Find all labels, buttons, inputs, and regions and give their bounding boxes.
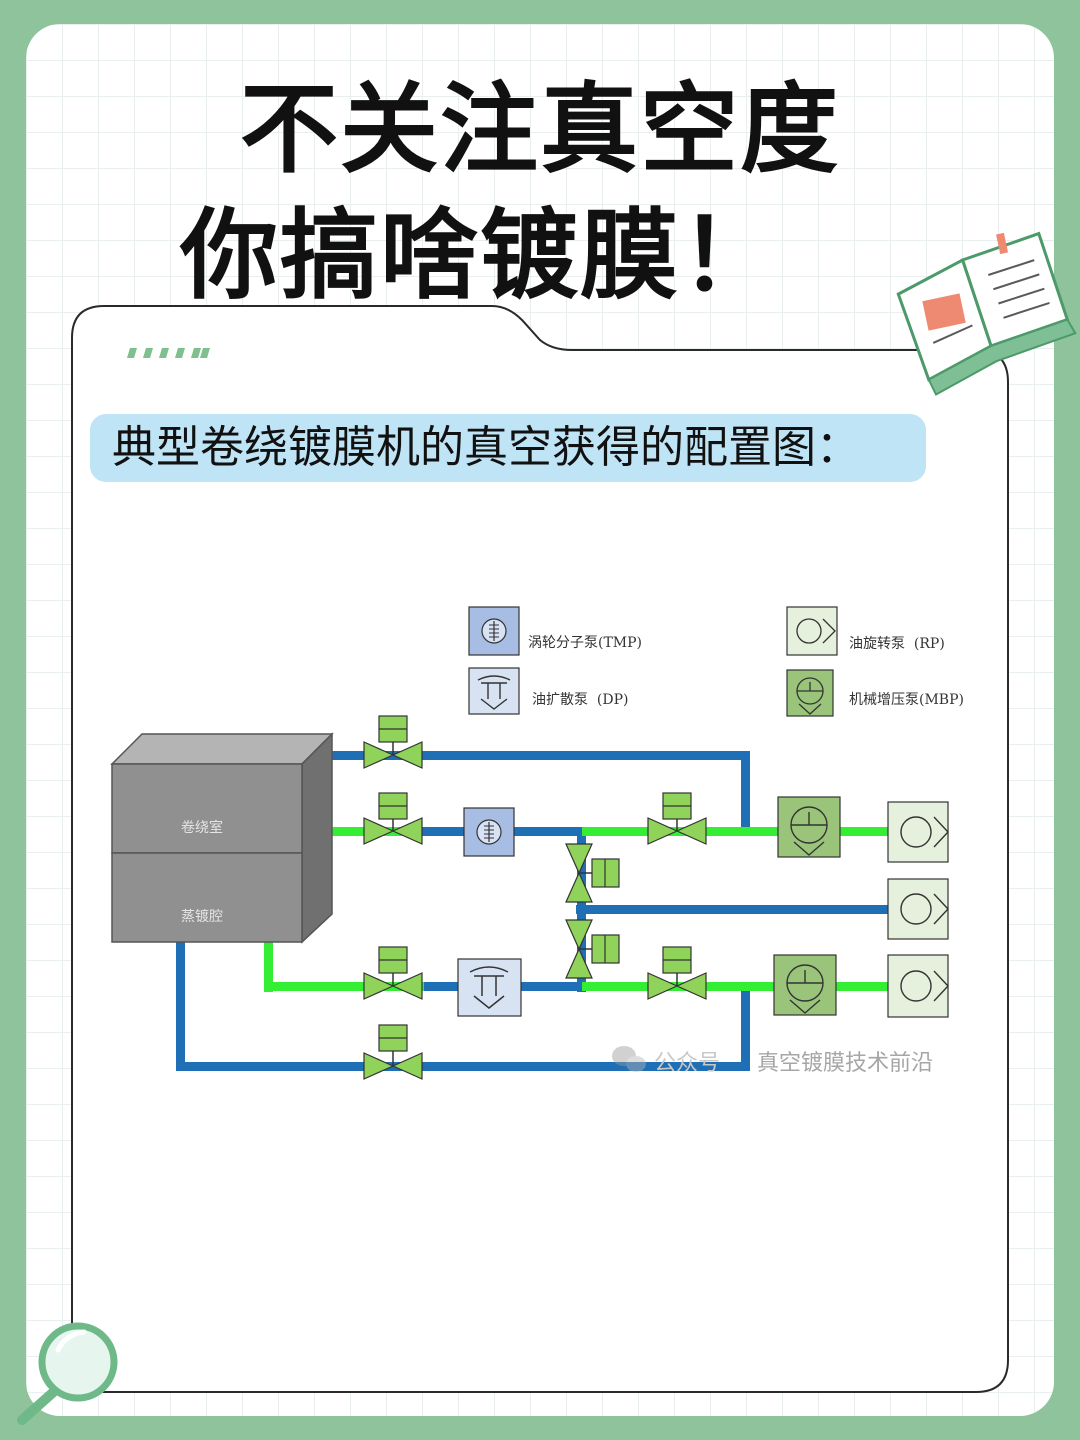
chamber-label-evaporation: 蒸镀腔: [181, 908, 223, 925]
green-pipes: [264, 827, 902, 992]
legend-rp-label: 油旋转泵 (RP): [849, 636, 945, 652]
legend-tmp-icon: [468, 606, 520, 656]
watermark-name: 真空镀膜技术前沿: [757, 1051, 933, 1076]
rp-pump-icon: [887, 954, 949, 1018]
mbp-pump-icon: [777, 796, 841, 858]
decorative-dashes: [127, 348, 210, 358]
tmp-pump-icon: [463, 807, 515, 857]
legend-mbp-label: 机械增压泵(MBP): [849, 692, 964, 708]
valve-tmp-mbp: [647, 792, 707, 845]
magnifier-icon: [17, 1322, 118, 1425]
rp-pump-icon: [887, 878, 949, 940]
chamber-label-winding: 卷绕室: [181, 819, 223, 836]
page-title-line2: 你搞啥镀膜！: [179, 199, 780, 313]
book-icon: [896, 231, 1077, 396]
mbp-pump-icon: [773, 954, 837, 1016]
watermark-account: 公众号: [654, 1051, 720, 1076]
legend-mbp-icon: [786, 669, 834, 717]
rp-pump-icon: [887, 801, 949, 863]
subtitle-text: 典型卷绕镀膜机的真空获得的配置图：: [112, 422, 860, 473]
page-title-line1: 不关注真空度: [239, 73, 840, 187]
legend-tmp-label: 涡轮分子泵(TMP): [528, 635, 642, 651]
legend-dp-label: 油扩散泵 (DP): [532, 692, 628, 708]
valve-winding-tmp: [363, 792, 423, 845]
valve-top: [363, 715, 423, 769]
valve-evap-dp: [363, 946, 423, 1000]
valve-vertical-upper: [565, 843, 620, 903]
mbp1-outlet-pipe: [840, 827, 892, 836]
valve-dp-mbp: [647, 946, 707, 1000]
legend-dp-icon: [468, 667, 520, 715]
wechat-icon: [612, 1046, 646, 1072]
legend-rp-icon: [786, 606, 838, 656]
valve-bottom: [363, 1024, 423, 1080]
content-card: [71, 305, 1009, 1393]
chamber-box: [110, 732, 334, 944]
subtitle-banner: 典型卷绕镀膜机的真空获得的配置图：: [90, 414, 926, 482]
dp-pump-icon: [457, 958, 522, 1017]
valve-vertical-lower: [565, 919, 620, 979]
